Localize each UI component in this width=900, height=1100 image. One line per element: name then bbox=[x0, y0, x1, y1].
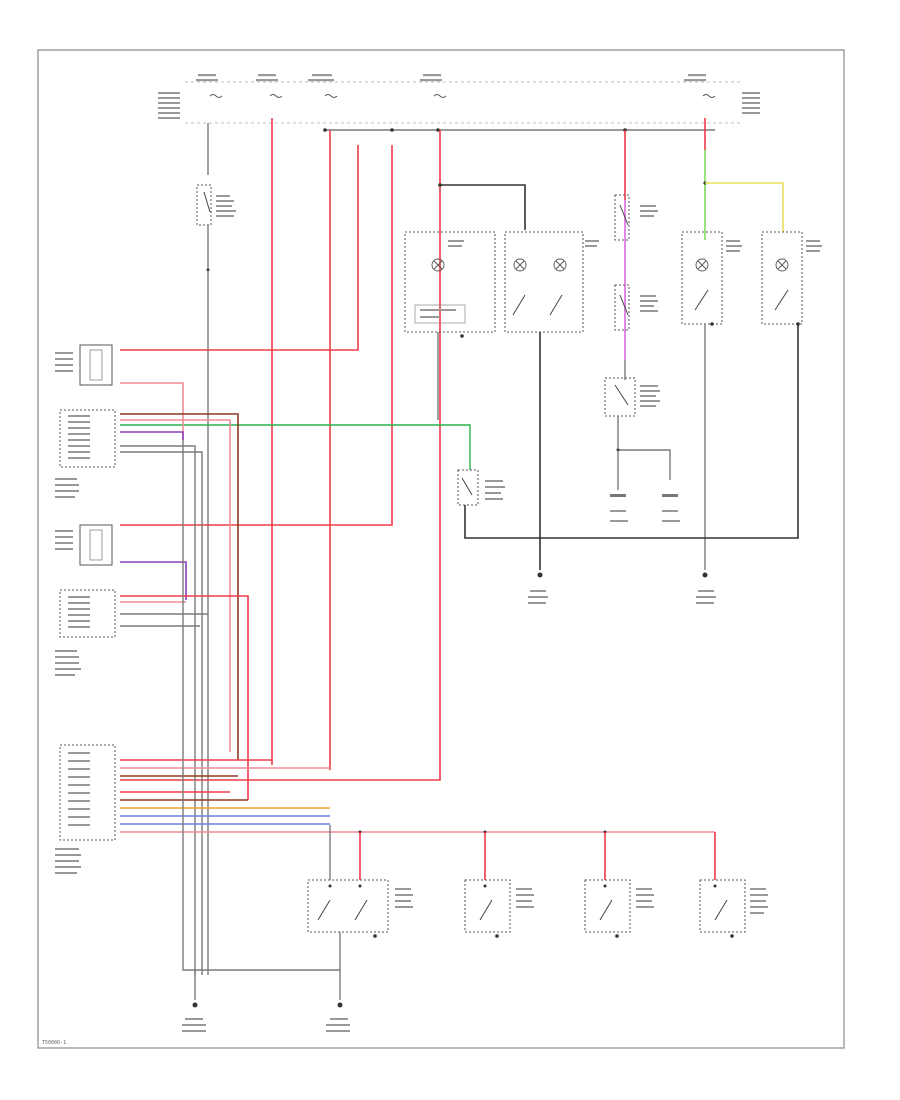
left-module-2 bbox=[55, 589, 249, 800]
fuse-block-top bbox=[158, 74, 760, 132]
center-lamps bbox=[404, 183, 599, 578]
wire-red-440 bbox=[120, 130, 441, 781]
left-relay-1 bbox=[55, 344, 184, 440]
left-relay-2 bbox=[55, 524, 187, 600]
wire-red-360 bbox=[120, 145, 359, 351]
door-switches bbox=[182, 440, 768, 1032]
diagram-code: T50000-1 bbox=[42, 1040, 66, 1046]
right-lamps bbox=[464, 118, 822, 578]
body-control-module bbox=[55, 744, 715, 874]
diagram-frame bbox=[37, 49, 845, 1049]
left-module-1 bbox=[55, 409, 239, 975]
brake-switch bbox=[196, 123, 236, 975]
ground-labels bbox=[528, 590, 716, 604]
door-switch-mid bbox=[120, 424, 505, 506]
wire-red-392 bbox=[120, 145, 393, 526]
